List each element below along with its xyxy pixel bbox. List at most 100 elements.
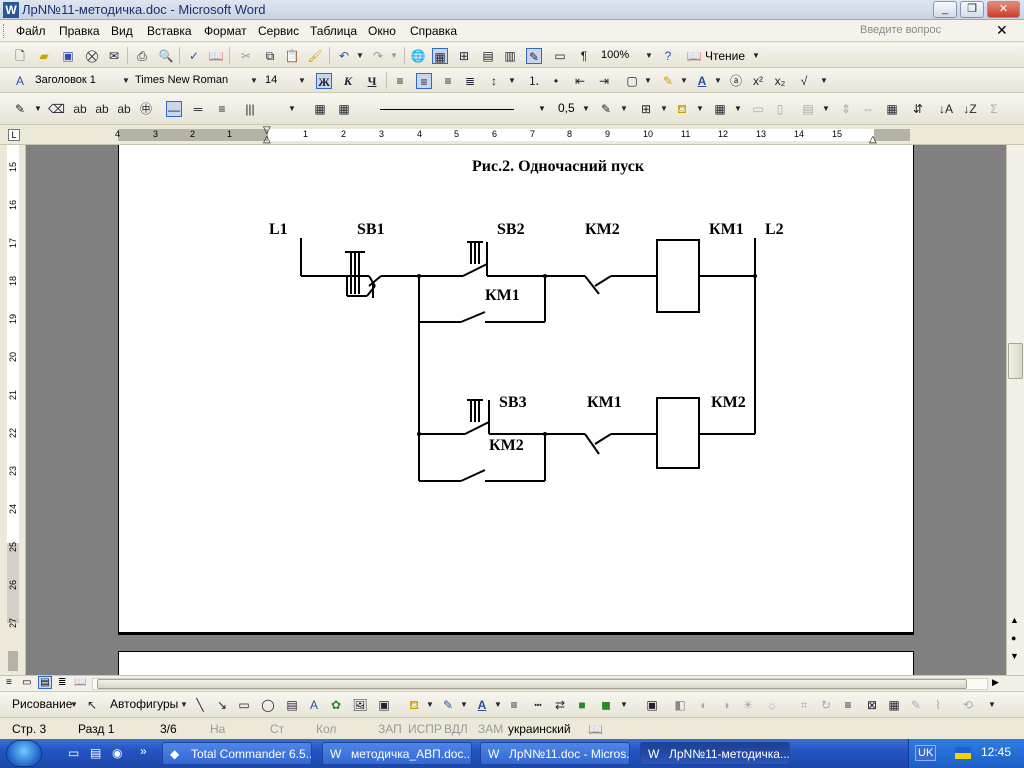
styles-icon[interactable]: A (15, 74, 24, 88)
menu-file[interactable]: Файл (16, 24, 46, 38)
text-direction-icon[interactable]: ab (73, 102, 87, 116)
border-icon[interactable]: ▢ (626, 74, 638, 88)
ukraine-flag-icon[interactable] (955, 747, 971, 759)
sort-descending-icon[interactable]: ↓Z (963, 102, 977, 116)
border-dropdown-icon[interactable]: ▼ (644, 76, 652, 85)
decrease-indent-icon[interactable]: ⇤ (574, 74, 586, 88)
print-preview-icon[interactable]: 🔍 (158, 49, 174, 63)
subscript-icon[interactable]: x₂ (774, 74, 786, 88)
picture-icon[interactable]: ▣ (378, 698, 390, 712)
font-color-dropdown-icon[interactable]: ▼ (714, 76, 722, 85)
text-wrap-icon[interactable]: ▦ (888, 698, 900, 712)
toolbar-options-icon[interactable]: ▼ (620, 700, 628, 709)
line-color-dropdown-icon[interactable]: ▼ (460, 700, 468, 709)
status-ext[interactable]: ВДЛ (444, 722, 468, 736)
menu-help[interactable]: Справка (410, 24, 458, 38)
windows-logo-icon[interactable] (6, 740, 42, 767)
maximize-button[interactable]: ❐ (960, 1, 984, 18)
compress-icon[interactable]: ⊠ (866, 698, 878, 712)
insert-excel-icon[interactable]: ▤ (482, 49, 494, 63)
previous-page-icon[interactable]: ▲ (1010, 615, 1019, 625)
border-color-dropdown-icon[interactable]: ▼ (620, 104, 628, 113)
line-style-icon[interactable]: — (166, 101, 182, 117)
style-dropdown-icon[interactable]: ▼ (122, 76, 130, 85)
reset-picture-icon[interactable]: ⟲ (962, 698, 974, 712)
draw-menu-dropdown-icon[interactable]: ▼ (70, 700, 78, 709)
line-spacing-icon[interactable]: ↕ (491, 74, 497, 88)
web-view-icon[interactable]: ▭ (22, 677, 32, 688)
menu-insert[interactable]: Вставка (147, 24, 192, 38)
underline-button[interactable]: Ч (367, 74, 377, 88)
textbox-icon[interactable]: ▤ (286, 698, 298, 712)
quicklaunch-ie-icon[interactable]: ◉ (112, 746, 123, 760)
next-page[interactable] (118, 651, 914, 675)
rectangle-icon[interactable]: ▭ (238, 698, 250, 712)
open-folder-icon[interactable]: ▰ (39, 49, 49, 63)
undo-dropdown-icon[interactable]: ▼ (356, 51, 364, 60)
columns-width-icon[interactable]: ||| (245, 102, 255, 116)
align-cells-icon[interactable]: ▤ (802, 102, 814, 116)
help-search-input[interactable]: Введите вопрос (860, 24, 942, 36)
table-props-icon[interactable]: ▦ (314, 102, 326, 116)
highlight-icon[interactable]: ✎ (662, 74, 674, 88)
more-contrast-icon[interactable]: ◐ (700, 698, 708, 712)
quicklaunch-icon[interactable]: ▤ (90, 746, 102, 760)
insert-table-dropdown-icon[interactable]: ▼ (734, 104, 742, 113)
task-total-commander[interactable]: Total Commander 6.5... (162, 742, 312, 765)
change-case-icon[interactable]: ab (95, 102, 109, 116)
bold-button[interactable]: Ж (316, 73, 332, 89)
line-style-double-icon[interactable]: ═ (193, 102, 203, 116)
help-icon[interactable]: ? (664, 49, 672, 63)
font-color-draw-dropdown-icon[interactable]: ▼ (494, 700, 502, 709)
draw-table-icon[interactable]: ✎ (14, 102, 26, 116)
distribute-rows-icon[interactable]: ⇕ (840, 102, 852, 116)
toolbar-options-icon[interactable]: ▼ (988, 700, 996, 709)
font-size-dropdown-icon[interactable]: ▼ (298, 76, 306, 85)
language-indicator[interactable]: UK (915, 745, 937, 761)
document-map-icon[interactable]: ▭ (554, 49, 566, 63)
quicklaunch-expand-icon[interactable]: » (140, 744, 147, 758)
minimize-button[interactable]: _ (933, 1, 957, 18)
line-style-sample[interactable] (380, 109, 514, 110)
tab-selector[interactable]: L (8, 129, 20, 141)
email-icon[interactable]: ✉ (108, 49, 120, 63)
menu-table[interactable]: Таблица (310, 24, 358, 38)
first-line-indent-icon[interactable]: ▽ (263, 125, 271, 136)
zoom-select[interactable]: 100% (601, 49, 630, 61)
paste-icon[interactable]: 📋 (284, 49, 300, 63)
task-lr11[interactable]: ЛрN№11.doc - Micros... (480, 742, 630, 765)
rotate-icon[interactable]: ↻ (820, 698, 832, 712)
horizontal-scrollbar[interactable] (92, 678, 988, 690)
next-page-icon[interactable]: ▼ (1010, 651, 1019, 661)
status-rec[interactable]: ЗАП (378, 722, 402, 736)
spelling-icon[interactable]: ✓ (188, 49, 200, 63)
outside-border-dropdown-icon[interactable]: ▼ (660, 104, 668, 113)
task-lr11-metodichka[interactable]: ЛрN№11-методичка.... (640, 742, 790, 765)
word-app-icon[interactable]: W (3, 2, 19, 18)
merge-cells-icon[interactable]: ▭ (752, 102, 764, 116)
toolbar-options-icon[interactable]: ▼ (288, 104, 296, 113)
read-button[interactable]: Чтение (705, 49, 746, 63)
menu-format[interactable]: Формат (204, 24, 247, 38)
numbering-icon[interactable]: ⒈ (527, 74, 540, 88)
font-color-draw-icon[interactable]: A (477, 698, 487, 712)
sort-ascending-icon[interactable]: ↓A (938, 102, 953, 116)
shading-icon[interactable]: ⛾ (677, 102, 687, 116)
title-bar[interactable]: W ЛрN№11-методичка.doc - Microsoft Word … (0, 0, 1024, 20)
italic-button[interactable]: К (343, 74, 353, 88)
line-color-icon[interactable]: ✎ (442, 698, 454, 712)
insert-table-icon[interactable]: ▦ (714, 102, 726, 116)
horizontal-scroll-thumb[interactable] (97, 679, 967, 689)
font-dropdown-icon[interactable]: ▼ (250, 76, 258, 85)
outline-view-icon[interactable]: ≣ (58, 677, 67, 688)
font-size-select[interactable]: 14 (265, 74, 278, 86)
enclose-icon[interactable]: ㊥ (139, 102, 152, 116)
hanging-indent-icon[interactable]: △ (263, 134, 271, 145)
menu-window[interactable]: Окно (368, 24, 396, 38)
tables-borders-icon[interactable]: ▦ (432, 48, 448, 64)
align-left-icon[interactable]: ≡ (396, 74, 404, 88)
select-browse-object-icon[interactable]: ● (1011, 633, 1017, 643)
text-effects-icon[interactable]: ⓐ (729, 74, 742, 88)
oval-icon[interactable]: ◯ (261, 698, 275, 712)
arrow-icon[interactable]: ↘ (216, 698, 228, 712)
